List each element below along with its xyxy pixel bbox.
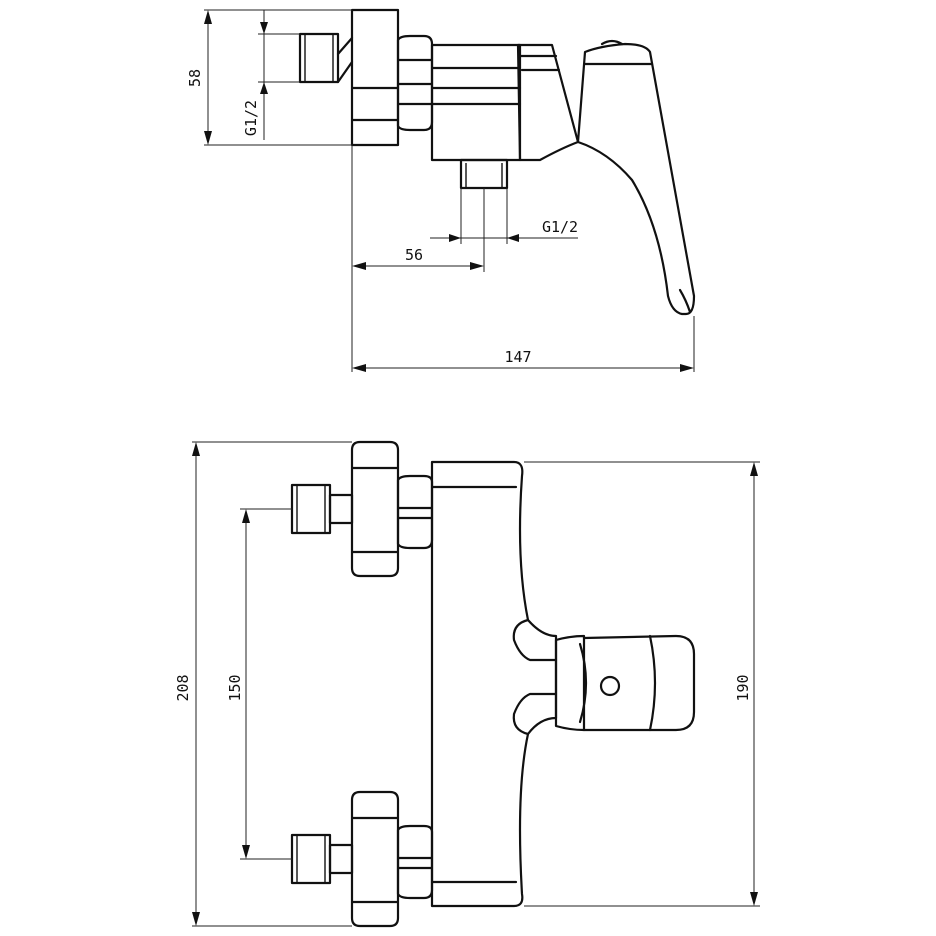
dim-outlet-thread-label: G1/2 [542, 218, 578, 236]
dim-total-height-label: 208 [174, 674, 192, 701]
knob-center-icon [599, 675, 621, 697]
front-top-inlet [290, 440, 434, 578]
front-diverter-knob [554, 634, 696, 732]
side-wall-flange [350, 8, 400, 147]
dim-total-depth: 147 [352, 316, 695, 372]
dim-total-depth-label: 147 [504, 348, 531, 366]
dim-outlet-offset-label: 56 [405, 246, 423, 264]
dim-inlet-height-label: 58 [186, 69, 204, 87]
side-eccentric-connector [336, 36, 354, 84]
dim-inlet-spacing-label: 150 [226, 674, 244, 701]
dim-inlet-spacing: 150 [226, 508, 292, 860]
dim-inlet-height: 58 [186, 9, 352, 146]
dim-total-height: 208 [174, 441, 352, 927]
dim-body-height-label: 190 [734, 674, 752, 701]
side-outlet-pipe [459, 158, 509, 190]
side-view: 58 G1/2 G1/2 56 [186, 8, 696, 372]
front-bottom-inlet [290, 790, 434, 928]
dim-body-height: 190 [524, 461, 760, 907]
side-cartridge [516, 43, 580, 162]
dim-outlet-thread: G1/2 [430, 188, 578, 244]
front-mixer-body [430, 460, 558, 908]
side-mixer-body [430, 43, 522, 162]
dim-inlet-thread: G1/2 [242, 10, 300, 140]
dim-inlet-thread-label: G1/2 [242, 100, 260, 136]
dim-outlet-offset: 56 [351, 145, 485, 372]
side-hex-nut [396, 34, 434, 132]
side-inlet-pipe [298, 32, 340, 84]
front-view: 208 150 190 [174, 440, 760, 928]
side-handle-lever [576, 42, 696, 316]
